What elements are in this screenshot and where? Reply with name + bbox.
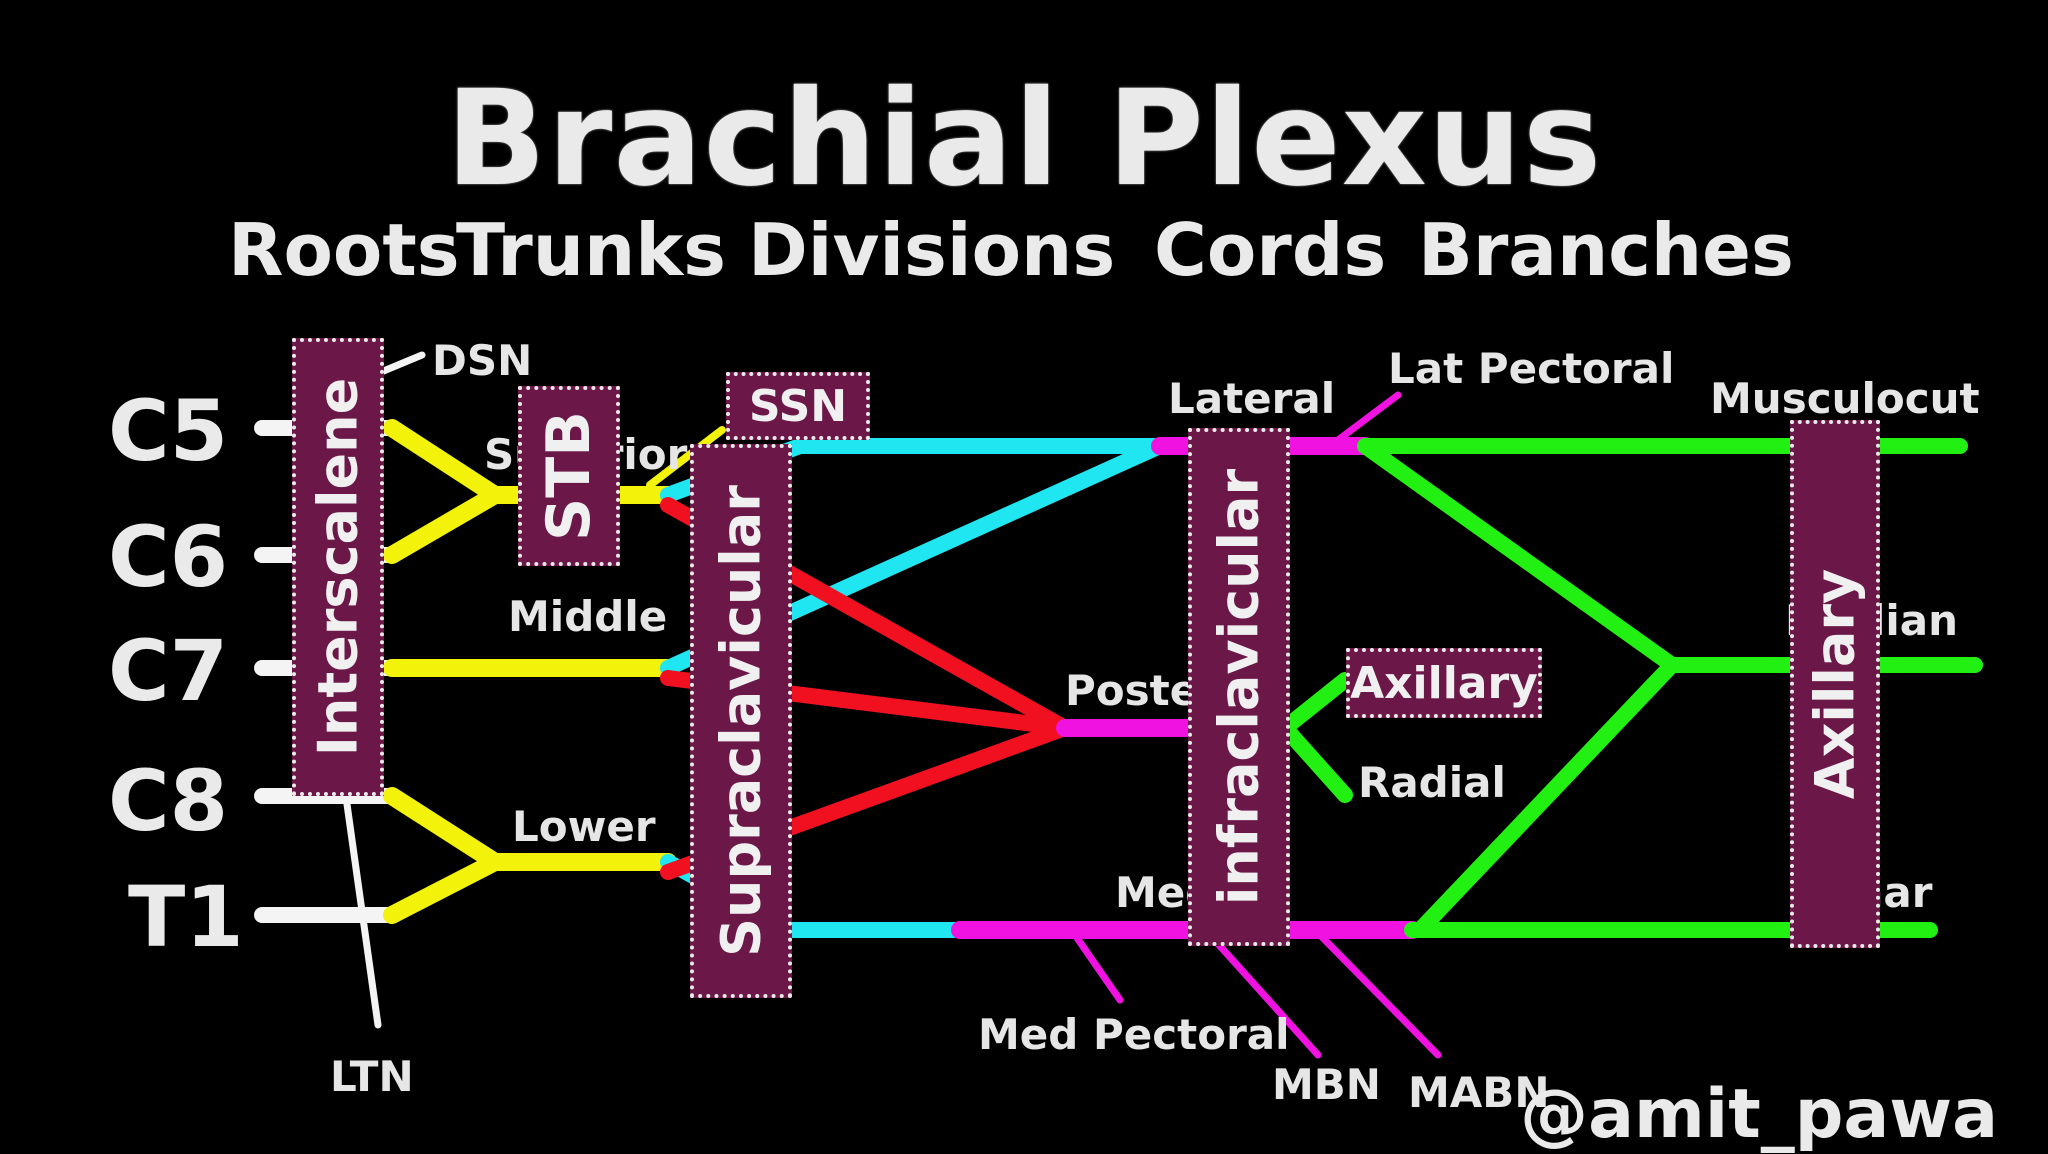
branch-axillary — [1277, 672, 1353, 736]
nerve-label-mbn: MBN — [1272, 1060, 1381, 1109]
nerve-label-mabn: MABN — [1408, 1068, 1550, 1117]
block-stb: STB — [518, 386, 620, 566]
mbn-line — [1206, 931, 1322, 1059]
ssn-line — [646, 426, 726, 489]
nerve-label-ltn: LTN — [330, 1052, 414, 1101]
block-axillary-branch: Axillary — [1346, 648, 1542, 718]
root-label-c7: C7 — [108, 622, 229, 720]
stage-label-cords: Cords — [1154, 208, 1387, 292]
mabn-line — [1316, 931, 1442, 1059]
trunk-label-middle: Middle — [508, 592, 668, 641]
trunk-lower-roots — [383, 787, 504, 924]
trunk-superior-roots — [383, 419, 504, 564]
root-label-t1: T1 — [128, 868, 244, 966]
branch-radial — [1277, 720, 1353, 803]
block-interscalene-label: Interscalene — [306, 377, 370, 757]
cord-label-lateral: Lateral — [1168, 374, 1336, 423]
branch-label-musculocutaneous: Musculocut — [1710, 374, 1980, 423]
med-pectoral-line — [1071, 931, 1124, 1004]
page-title: Brachial Plexus — [445, 62, 1603, 216]
block-interscalene: Interscalene — [292, 338, 384, 796]
block-supraclavicular-label: Supraclavicular — [709, 485, 773, 957]
block-stb-label: STB — [534, 411, 604, 541]
block-supraclavicular: Supraclavicular — [690, 444, 792, 998]
trunk-label-lower: Lower — [512, 802, 656, 851]
root-label-c5: C5 — [108, 382, 229, 480]
lat-pectoral-line — [1326, 391, 1402, 450]
block-axillary: Axillary — [1790, 420, 1880, 948]
block-infraclavicular-label: infraclavicular — [1207, 468, 1271, 906]
block-ssn: SSN — [726, 372, 870, 440]
ltn-line — [341, 786, 382, 1029]
root-label-c6: C6 — [108, 508, 229, 606]
block-infraclavicular: infraclavicular — [1188, 428, 1290, 946]
stage-label-trunks: Trunks — [456, 208, 726, 292]
branch-label-radial: Radial — [1358, 758, 1506, 807]
cord-branch-lines — [1071, 391, 1442, 1059]
nerve-label-lat-pectoral: Lat Pectoral — [1388, 344, 1675, 393]
root-label-c8: C8 — [108, 752, 229, 850]
nerve-label-med-pectoral: Med Pectoral — [978, 1010, 1290, 1059]
stage-label-branches: Branches — [1418, 208, 1794, 292]
block-axillary-label: Axillary — [1803, 568, 1867, 800]
stage-label-divisions: Divisions — [748, 208, 1116, 292]
stage-label-roots: Roots — [228, 208, 460, 292]
author-handle: @amit_pawa — [1520, 1075, 1998, 1154]
nerve-label-dsn: DSN — [432, 336, 533, 385]
